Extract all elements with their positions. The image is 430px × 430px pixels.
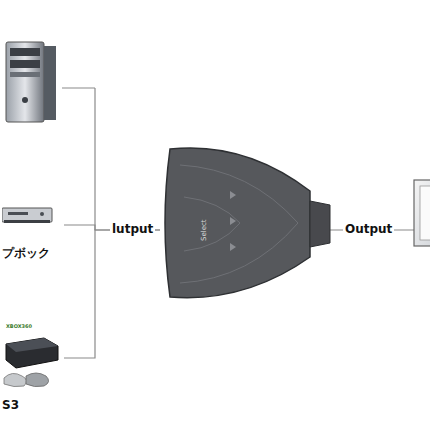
pc-tower	[6, 42, 56, 122]
signal-label: Output	[343, 222, 394, 236]
device-caption: プボック	[2, 245, 50, 262]
connector	[64, 230, 160, 358]
select-label: Select	[200, 219, 208, 241]
device-caption: S3	[2, 398, 19, 412]
switch-picture	[160, 145, 332, 301]
device-box: プボック	[2, 200, 64, 262]
signal-label: lutput	[110, 222, 155, 236]
monitor	[414, 180, 430, 246]
console-picture	[2, 316, 64, 412]
logo-text: XBOX360	[6, 323, 32, 329]
device-box: S3	[2, 316, 64, 412]
hdmi-switch: Select	[160, 145, 332, 301]
